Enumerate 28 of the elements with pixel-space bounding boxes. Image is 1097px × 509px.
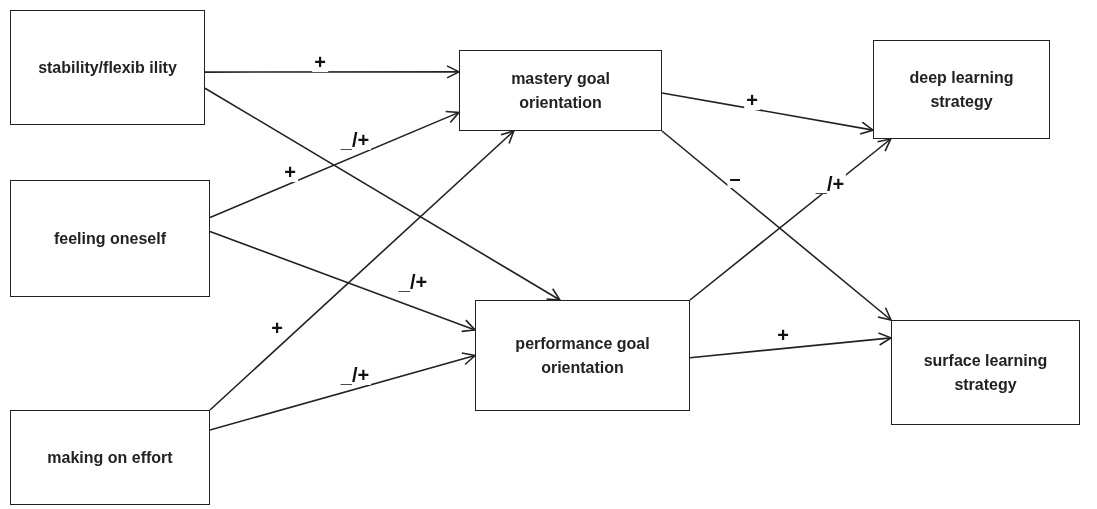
box-label: performance goal orientation: [514, 333, 651, 378]
process-box: [10, 10, 205, 125]
arrow: [689, 332, 892, 359]
arrow: [209, 110, 460, 219]
process-box: [475, 300, 690, 411]
process-box: [10, 180, 210, 297]
process-box: [10, 410, 210, 505]
box-label: stability/flexib ility: [38, 57, 177, 78]
process-box: [873, 40, 1050, 139]
arrow: [204, 87, 561, 301]
arrow: [209, 352, 476, 431]
edge-label: _/+: [338, 130, 372, 150]
edge-label: _/+: [396, 272, 430, 292]
arrow: [661, 92, 874, 135]
process-box: [891, 320, 1080, 425]
arrow: [209, 230, 476, 333]
process-box: [459, 50, 662, 131]
arrow: [661, 130, 892, 321]
box-label: mastery goal orientation: [510, 68, 611, 113]
box-label: feeling oneself: [54, 228, 166, 249]
edge-label: _/+: [813, 174, 847, 194]
box-label: surface learning strategy: [922, 350, 1049, 395]
arrow: [204, 65, 460, 79]
edge-label: _/+: [338, 365, 372, 385]
box-label: making on effort: [47, 447, 173, 468]
arrow: [209, 130, 515, 411]
arrow: [689, 138, 892, 301]
box-label: deep learning strategy: [908, 67, 1015, 112]
